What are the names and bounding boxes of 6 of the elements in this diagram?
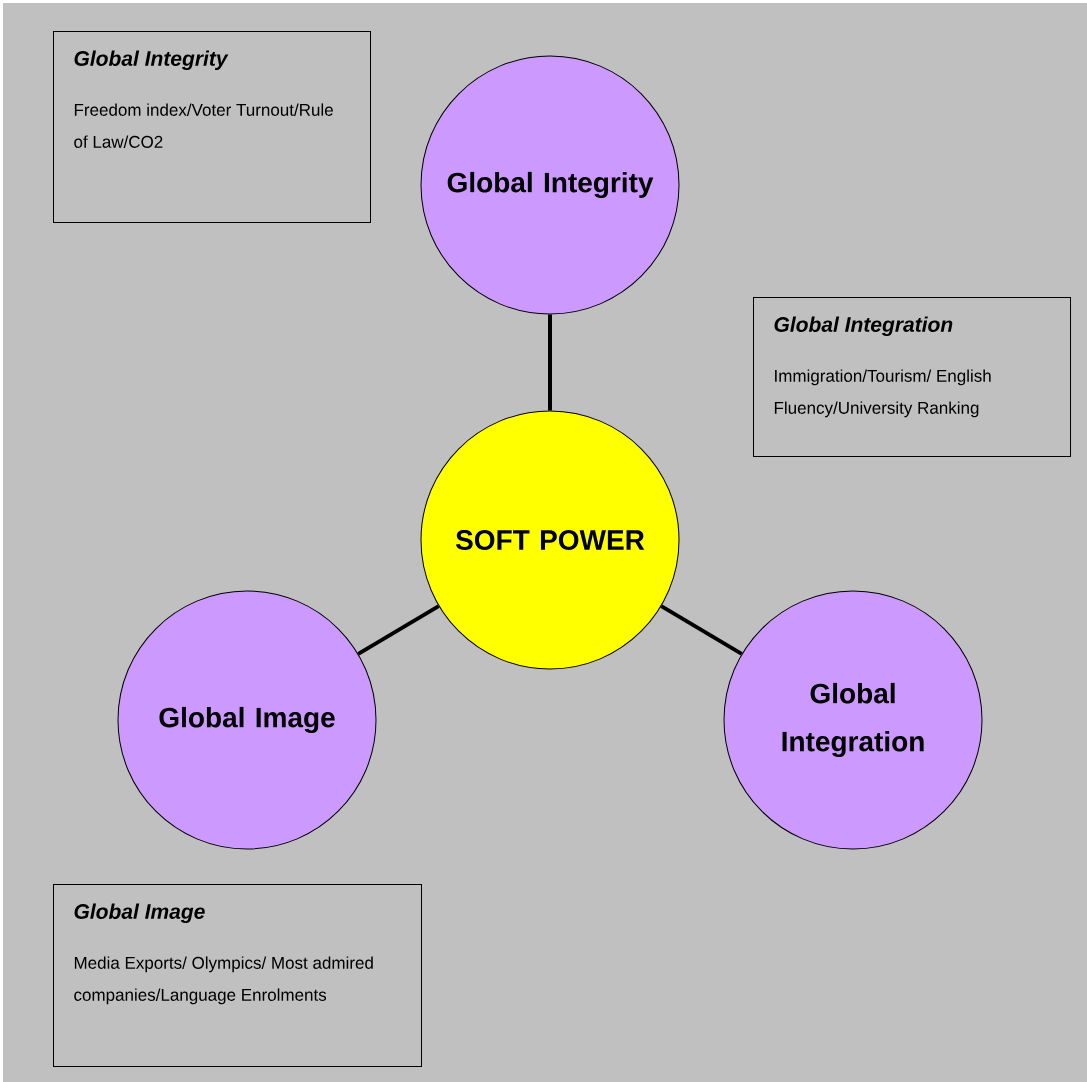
text-box: Global Integrity Freedom index/Voter Turnout/Rule of Law/CO2 <box>53 31 371 223</box>
text-box: Global Image Media Exports/ Olympics/ Most admired companies/Language Enrolments <box>53 884 422 1067</box>
connector-line <box>357 604 440 656</box>
connector-line <box>660 604 743 656</box>
connector-line <box>548 314 552 411</box>
text-box: Global Integration Immigration/Tourism/ English Fluency/University Ranking <box>753 297 1071 457</box>
